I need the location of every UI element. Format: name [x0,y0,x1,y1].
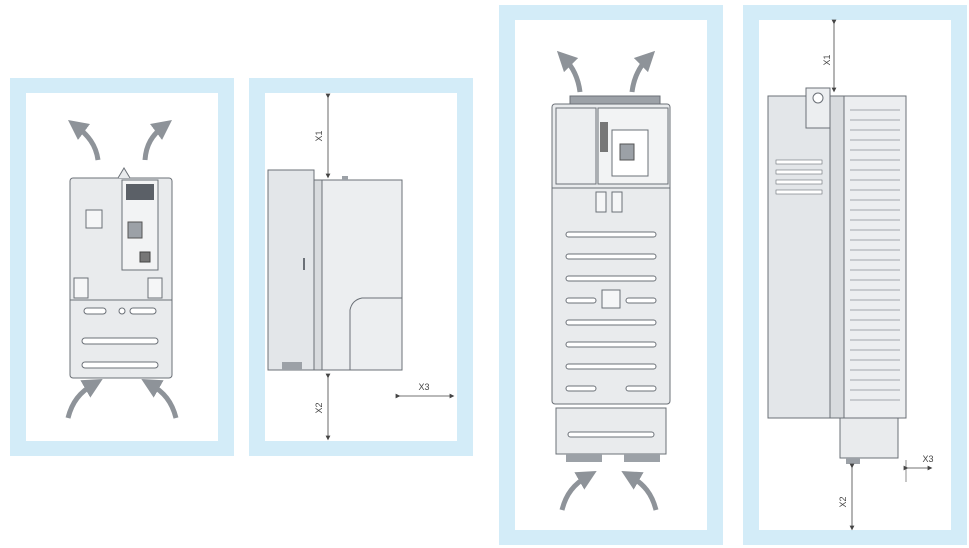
small-side-device: X1 X2 X3 [267,93,455,441]
label-x1: X1 [314,130,324,141]
label-x3: X3 [922,454,933,464]
airflow-arrow-icon [65,379,103,419]
airflow-arrow-icon [141,379,179,419]
airflow-arrow-icon [556,50,583,93]
label-x2: X2 [314,402,324,413]
airflow-arrow-icon [142,119,172,161]
airflow-arrow-icon [629,50,656,93]
airflow-arrow-icon [621,471,659,511]
large-front-device [551,50,671,511]
small-front-device [65,119,179,419]
label-x2: X2 [838,496,848,507]
large-side-device: X1 X2 X3 [767,19,934,531]
label-x1: X1 [822,54,832,65]
airflow-arrow-icon [559,471,597,511]
label-x3: X3 [418,382,429,392]
airflow-arrow-icon [68,119,101,161]
